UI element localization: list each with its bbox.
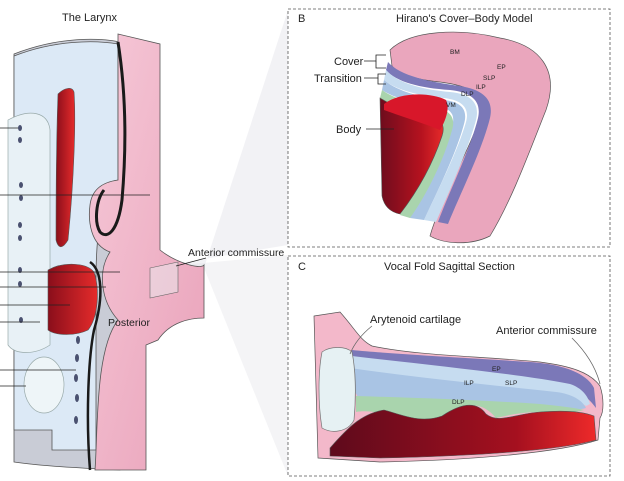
b-transition-label: Transition: [314, 73, 362, 85]
larynx-panel: The Larynx: [0, 10, 288, 476]
c-dlp-label: DLP: [452, 399, 465, 406]
ventricle-outline: [95, 41, 127, 237]
ventricular-muscle: [55, 88, 76, 248]
panel-c-letter: C: [298, 261, 306, 273]
vocal-fold-edge: [86, 260, 102, 471]
c-vocalis: [329, 404, 597, 459]
panel-c: C Vocal Fold Sagittal Section EP SLP ILP…: [287, 255, 611, 477]
b-bm-label: BM: [450, 49, 460, 56]
c-arytenoid-label: Arytenoid cartilage: [370, 314, 461, 326]
b-epithelium: [386, 62, 491, 224]
b-body-label: Body: [336, 124, 362, 136]
larynx-leader-lines: [0, 127, 207, 387]
c-ilp-label: ILP: [464, 380, 474, 387]
b-slp-label: SLP: [483, 75, 495, 82]
c-ep-label: EP: [492, 366, 501, 373]
b-dlp-label: DLP: [461, 91, 474, 98]
b-cover-label: Cover: [334, 56, 364, 68]
vocalis-muscle: [47, 263, 98, 335]
panel-b-letter: B: [298, 13, 305, 25]
panel-b-title: Hirano's Cover–Body Model: [396, 13, 533, 25]
commissure-window: [149, 261, 179, 299]
c-slp-label: SLP: [505, 380, 517, 387]
c-arytenoid-cartilage: [318, 347, 356, 432]
larynx-posterior-label: Posterior: [108, 317, 151, 329]
b-dlp: [380, 90, 454, 218]
panel-b: B Hirano's Cover–Body Model BM EP SLP IL…: [287, 8, 611, 248]
b-ep-label: EP: [497, 64, 506, 71]
larynx-title: The Larynx: [62, 12, 118, 24]
c-slp: [352, 356, 590, 406]
cricoid-ellipse: [23, 356, 65, 414]
projection-to-b: [150, 10, 288, 268]
projection-to-c: [150, 255, 288, 476]
c-leader-lines: [349, 325, 601, 385]
c-dlp: [356, 396, 584, 421]
b-leader-lines: [364, 54, 394, 130]
arytenoid-outline: [7, 112, 51, 353]
b-vocalis-top: [384, 94, 448, 130]
larynx-mucosa: [89, 33, 205, 471]
b-slp: [384, 70, 477, 222]
b-ilp-label: ILP: [476, 84, 486, 91]
larynx-anterior-commissure-label: Anterior commissure: [188, 247, 284, 259]
panel-c-title: Vocal Fold Sagittal Section: [384, 261, 515, 273]
c-anterior-commissure-label: Anterior commissure: [496, 325, 597, 337]
b-vm-label: VM: [446, 102, 456, 109]
